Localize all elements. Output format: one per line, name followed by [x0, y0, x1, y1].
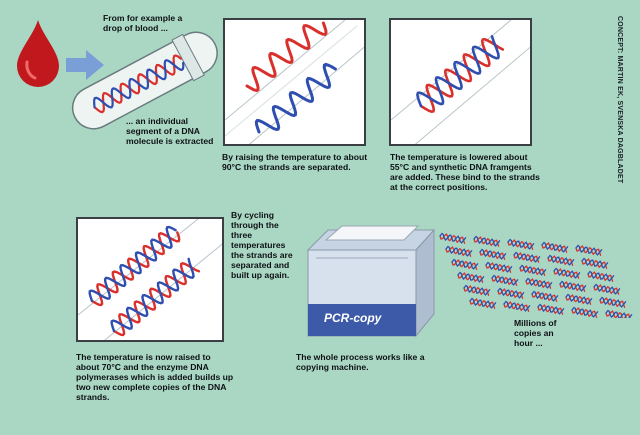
- copy-dna-21-blue: [497, 287, 525, 299]
- copy-dna-14-blue: [587, 270, 615, 282]
- test-tube: [71, 31, 218, 130]
- copy-dna-7-blue: [513, 251, 541, 263]
- caption-copying-machine: The whole process works like a copying m…: [296, 352, 425, 372]
- panel-extension: [76, 217, 224, 342]
- copy-dna-8-blue: [547, 254, 575, 266]
- copy-dna-18-blue: [559, 280, 587, 292]
- copy-dna-22-blue: [531, 290, 559, 302]
- copy-dna-2-blue: [507, 238, 535, 250]
- tube-dna-strand-blue: [93, 58, 185, 109]
- p2-dna-strand-blue: [416, 35, 500, 108]
- copy-dna-4-blue: [575, 244, 603, 256]
- copy-dna-16-blue: [491, 274, 519, 286]
- panel-denaturation: [223, 18, 366, 146]
- copy-dna-27-blue: [537, 303, 565, 315]
- p3-dna-strand-a-red: [90, 231, 181, 307]
- copy-dna-12-blue: [519, 264, 547, 276]
- pcr-copy-machine: [306, 225, 436, 338]
- caption-raise-temp: By raising the temperature to about 90°C…: [222, 152, 368, 172]
- dna-copies-stream: [439, 232, 633, 318]
- copy-dna-25-blue: [469, 297, 497, 309]
- copy-dna-0-blue: [439, 232, 467, 244]
- blood-drop-icon: [17, 20, 59, 87]
- copy-dna-26-blue: [503, 300, 531, 312]
- p3-dna-strand-a-blue: [88, 225, 177, 303]
- caption-polymerase: The temperature is now raised to about 7…: [76, 352, 234, 402]
- caption-millions: Millions of copies an hour ...: [514, 318, 557, 348]
- caption-cycling: By cycling through the three temperature…: [231, 210, 293, 280]
- copy-dna-13-blue: [553, 267, 581, 279]
- copy-dna-11-blue: [485, 261, 513, 273]
- copy-dna-19-blue: [593, 283, 621, 295]
- caption-segment: ... an individual segment of a DNA molec…: [126, 116, 214, 146]
- credit-text: CONCEPT: MARTIN EK, SVENSKA DAGBLADET: [616, 16, 623, 184]
- panel-annealing: [389, 18, 532, 146]
- p1-blue-strand: [254, 62, 337, 134]
- copy-dna-6-blue: [479, 248, 507, 260]
- copy-dna-28-blue: [571, 306, 599, 318]
- caption-blood-intro: From for example a drop of blood ...: [103, 13, 183, 33]
- copy-dna-3-blue: [541, 241, 569, 253]
- copy-dna-1-blue: [473, 235, 501, 247]
- copy-dna-23-blue: [565, 293, 593, 305]
- copy-dna-9-blue: [581, 257, 609, 269]
- p1-red-strand: [245, 21, 328, 93]
- copy-dna-20-blue: [463, 284, 491, 296]
- copy-dna-15-blue: [457, 271, 485, 283]
- pcr-copy-label: PCR-copy: [324, 311, 382, 325]
- p3-dna-strand-b-blue: [110, 257, 195, 333]
- copy-dna-24-blue: [599, 296, 627, 308]
- copy-dna-10-blue: [451, 258, 479, 270]
- arrow-right-icon: [66, 50, 104, 80]
- p3-dna-strand-b-red: [112, 262, 201, 337]
- copy-dna-17-blue: [525, 277, 553, 289]
- p2-dna-strand-red: [419, 37, 505, 114]
- caption-lower-temp: The temperature is lowered about 55°C an…: [390, 152, 540, 192]
- copy-dna-5-blue: [445, 245, 473, 257]
- copy-dna-29-blue: [605, 309, 633, 318]
